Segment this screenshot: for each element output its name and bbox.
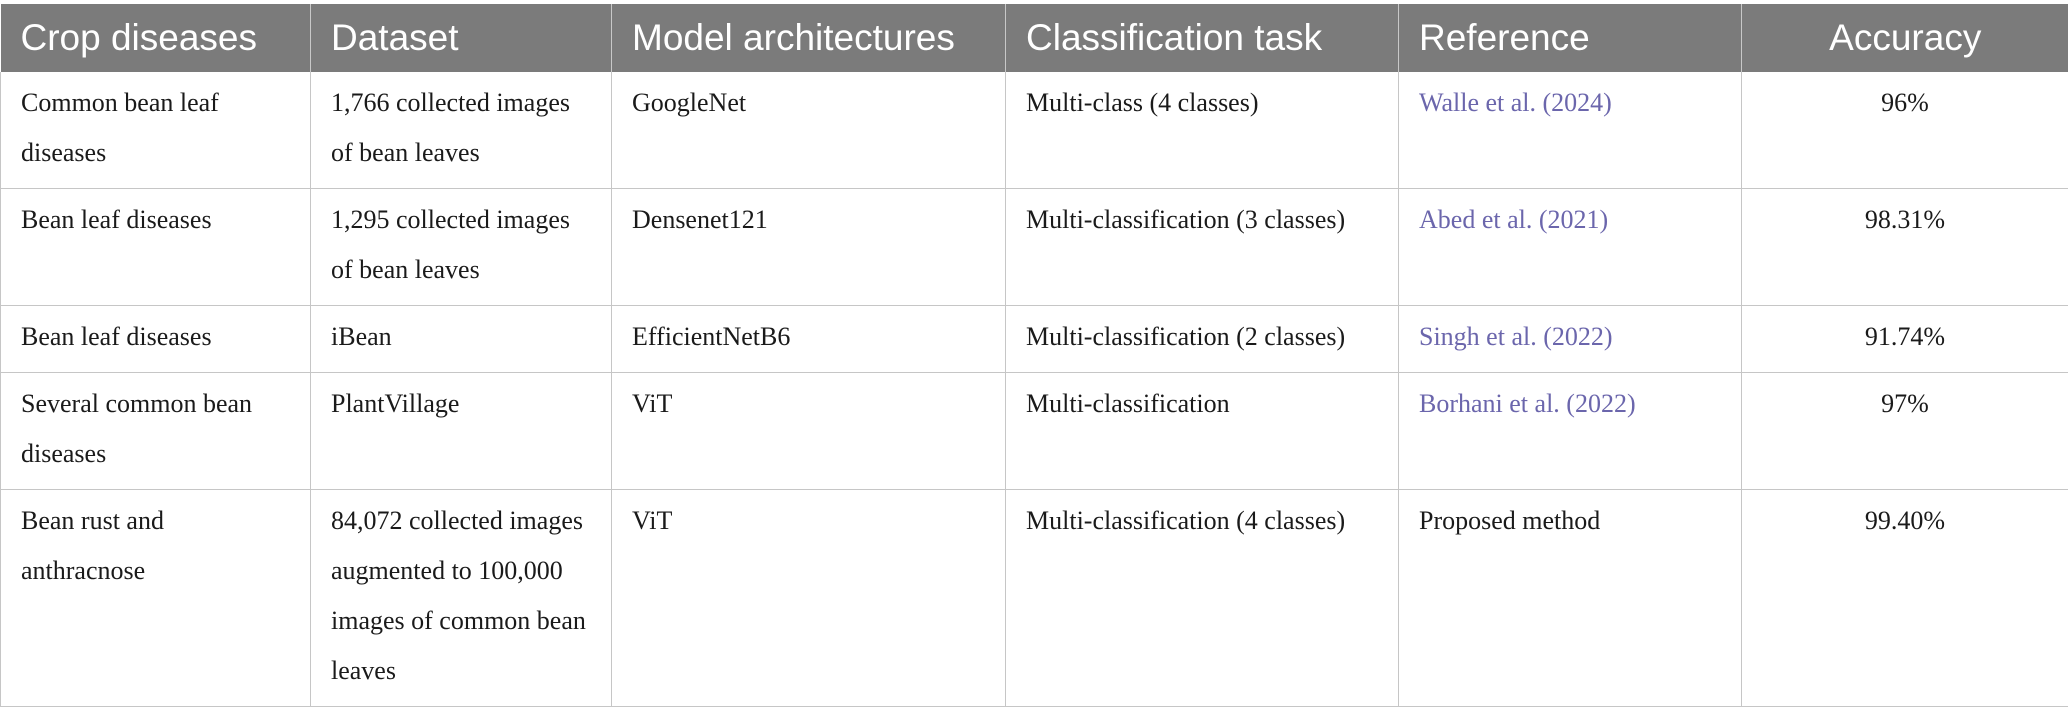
- table-header: Crop diseases Dataset Model architecture…: [1, 4, 2068, 72]
- reference-link[interactable]: Abed et al. (2021): [1419, 205, 1608, 234]
- table-row: Bean leaf diseases 1,295 collected image…: [1, 189, 2068, 306]
- comparison-table: Crop diseases Dataset Model architecture…: [0, 4, 2068, 707]
- reference-link[interactable]: Borhani et al. (2022): [1419, 389, 1636, 418]
- cell-accuracy: 91.74%: [1742, 306, 2068, 373]
- cell-task: Multi-classification (3 classes): [1006, 189, 1399, 306]
- cell-accuracy: 99.40%: [1742, 490, 2068, 707]
- cell-reference: Borhani et al. (2022): [1399, 373, 1742, 490]
- cell-reference: Proposed method: [1399, 490, 1742, 707]
- cell-accuracy: 96%: [1742, 72, 2068, 189]
- cell-task: Multi-classification: [1006, 373, 1399, 490]
- cell-dataset: PlantVillage: [311, 373, 612, 490]
- cell-reference: Abed et al. (2021): [1399, 189, 1742, 306]
- header-crop-diseases: Crop diseases: [1, 4, 311, 72]
- cell-model: ViT: [612, 373, 1006, 490]
- reference-text: Proposed method: [1419, 506, 1600, 535]
- header-reference: Reference: [1399, 4, 1742, 72]
- cell-model: ViT: [612, 490, 1006, 707]
- cell-dataset: 1,295 collected images of bean leaves: [311, 189, 612, 306]
- cell-crop: Common bean leaf diseases: [1, 72, 311, 189]
- header-model-architectures: Model architectures: [612, 4, 1006, 72]
- cell-model: GoogleNet: [612, 72, 1006, 189]
- table-body: Common bean leaf diseases 1,766 collecte…: [1, 72, 2068, 707]
- header-row: Crop diseases Dataset Model architecture…: [1, 4, 2068, 72]
- header-classification-task: Classification task: [1006, 4, 1399, 72]
- cell-accuracy: 97%: [1742, 373, 2068, 490]
- cell-crop: Bean leaf diseases: [1, 189, 311, 306]
- cell-model: EfficientNetB6: [612, 306, 1006, 373]
- cell-dataset: 84,072 collected images augmented to 100…: [311, 490, 612, 707]
- cell-reference: Singh et al. (2022): [1399, 306, 1742, 373]
- cell-reference: Walle et al. (2024): [1399, 72, 1742, 189]
- header-accuracy: Accuracy: [1742, 4, 2068, 72]
- table-row: Common bean leaf diseases 1,766 collecte…: [1, 72, 2068, 189]
- cell-crop: Several common bean diseases: [1, 373, 311, 490]
- table-row: Bean rust and anthracnose 84,072 collect…: [1, 490, 2068, 707]
- cell-dataset: 1,766 collected images of bean leaves: [311, 72, 612, 189]
- cell-task: Multi-classification (4 classes): [1006, 490, 1399, 707]
- cell-crop: Bean rust and anthracnose: [1, 490, 311, 707]
- table-row: Bean leaf diseases iBean EfficientNetB6 …: [1, 306, 2068, 373]
- cell-task: Multi-class (4 classes): [1006, 72, 1399, 189]
- cell-accuracy: 98.31%: [1742, 189, 2068, 306]
- cell-crop: Bean leaf diseases: [1, 306, 311, 373]
- cell-dataset: iBean: [311, 306, 612, 373]
- cell-task: Multi-classification (2 classes): [1006, 306, 1399, 373]
- reference-link[interactable]: Singh et al. (2022): [1419, 322, 1613, 351]
- cell-model: Densenet121: [612, 189, 1006, 306]
- header-dataset: Dataset: [311, 4, 612, 72]
- table-row: Several common bean diseases PlantVillag…: [1, 373, 2068, 490]
- reference-link[interactable]: Walle et al. (2024): [1419, 88, 1612, 117]
